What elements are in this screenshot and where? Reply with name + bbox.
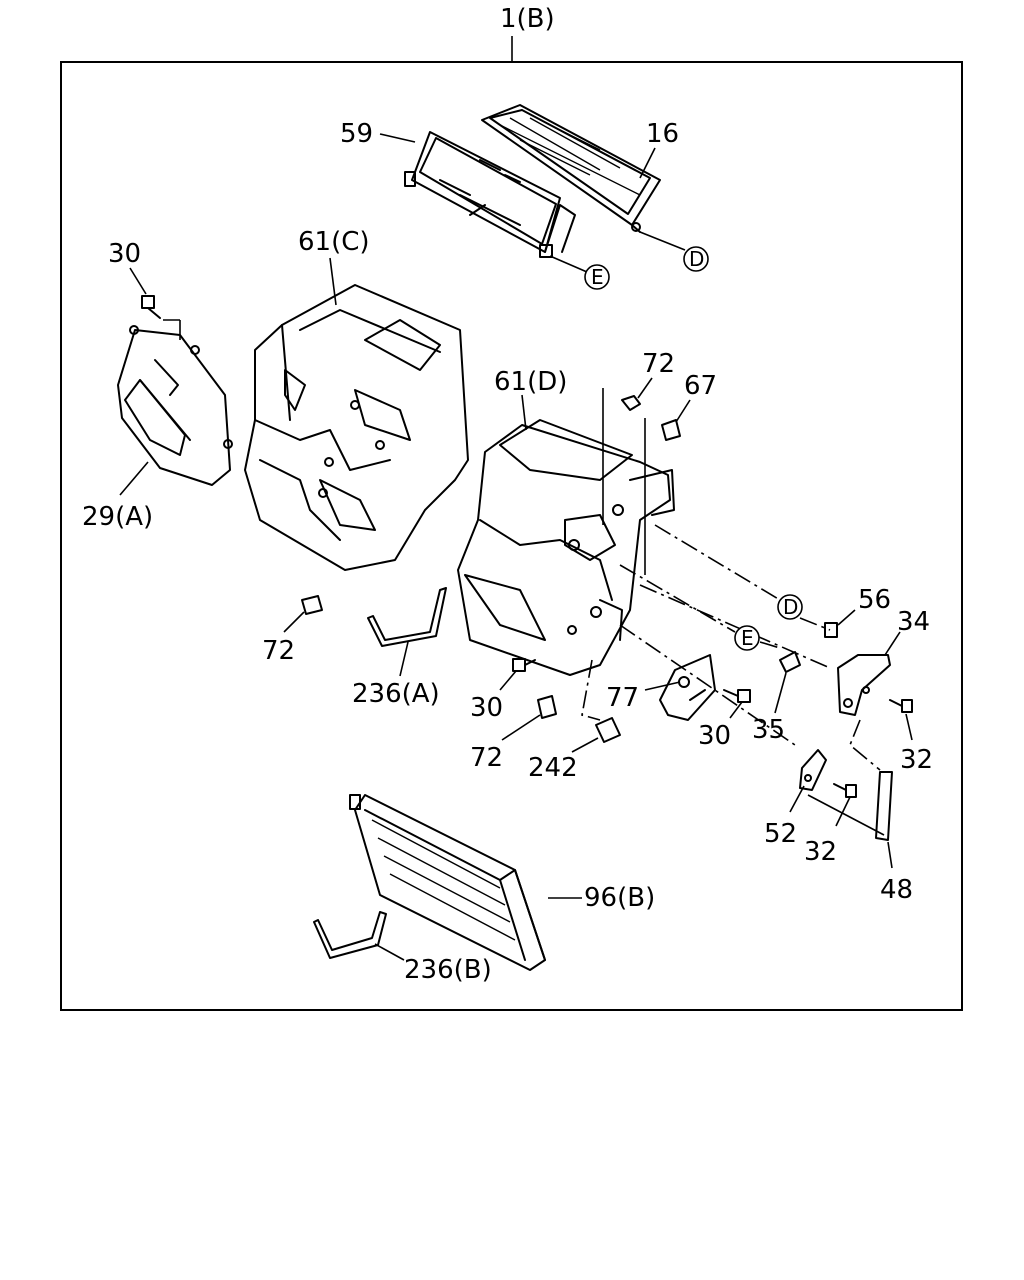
- callout-30: 30: [108, 239, 141, 269]
- alignment-line-48: [849, 719, 881, 771]
- callout-77: 77: [606, 683, 639, 713]
- bracket-52: [799, 749, 827, 791]
- callout-30: 30: [470, 693, 503, 723]
- callout-48: 48: [880, 875, 913, 905]
- assembly-label: 1(B): [500, 4, 555, 34]
- screw-30-bottom: [512, 658, 536, 672]
- clip-72-bottom: [537, 695, 557, 719]
- alignment-line-mid: [639, 584, 831, 669]
- part-16-door: [481, 104, 661, 233]
- callout-67: 67: [684, 371, 717, 401]
- callout-34: 34: [897, 607, 930, 637]
- screw-32-bottom: [833, 783, 857, 798]
- alignment-line-low: [619, 624, 796, 746]
- part-29a-cover: [117, 325, 233, 486]
- core-96b: [349, 794, 546, 971]
- callout-56: 56: [858, 585, 891, 615]
- callout-35: 35: [752, 715, 785, 745]
- callout-59: 59: [340, 119, 373, 149]
- pad-242: [595, 717, 621, 743]
- svg-text:D: D: [689, 247, 704, 271]
- alignment-line-d2: [799, 617, 831, 631]
- part-59-duct: [404, 131, 576, 258]
- bracket-34: [837, 654, 891, 716]
- clip-56: [824, 622, 838, 638]
- part-61c-housing: [244, 284, 469, 571]
- link-35: [779, 651, 801, 673]
- callout-30: 30: [698, 721, 731, 751]
- screw-30-mid: [723, 689, 751, 703]
- connector-d-right: D: [777, 594, 803, 620]
- callout-61d: 61(D): [494, 367, 567, 397]
- callout-32: 32: [804, 837, 837, 867]
- callout-52: 52: [764, 819, 797, 849]
- callout-61c: 61(C): [298, 227, 370, 257]
- screw-30-top: [141, 295, 161, 319]
- callout-236a: 236(A): [352, 679, 440, 709]
- pipe-236b: [313, 911, 387, 959]
- callout-29a: 29(A): [82, 502, 153, 532]
- clip-72-left: [301, 595, 323, 615]
- lever-77: [659, 654, 716, 721]
- alignment-line-242: [581, 659, 601, 721]
- callout-16: 16: [646, 119, 679, 149]
- alignment-line-e: [619, 564, 736, 633]
- screw-32-right: [889, 699, 913, 713]
- svg-text:E: E: [591, 265, 604, 289]
- callout-72: 72: [470, 743, 503, 773]
- callout-242: 242: [528, 753, 578, 783]
- callout-72: 72: [642, 349, 675, 379]
- callout-96b: 96(B): [584, 883, 655, 913]
- callout-72: 72: [262, 636, 295, 666]
- connector-e-right: E: [734, 625, 760, 651]
- rod-48: [875, 771, 893, 841]
- svg-text:E: E: [741, 626, 754, 650]
- callout-32: 32: [900, 745, 933, 775]
- callout-236b: 236(B): [404, 955, 492, 985]
- connector-e-top: E: [584, 264, 610, 290]
- clip-67: [661, 419, 681, 441]
- alignment-line-e2: [759, 641, 781, 649]
- svg-text:D: D: [783, 595, 798, 619]
- part-61d-housing: [457, 419, 675, 676]
- clip-72-upper: [621, 395, 641, 411]
- alignment-line-d: [654, 524, 781, 601]
- pipe-236a: [367, 587, 447, 647]
- connector-d-top: D: [683, 246, 709, 272]
